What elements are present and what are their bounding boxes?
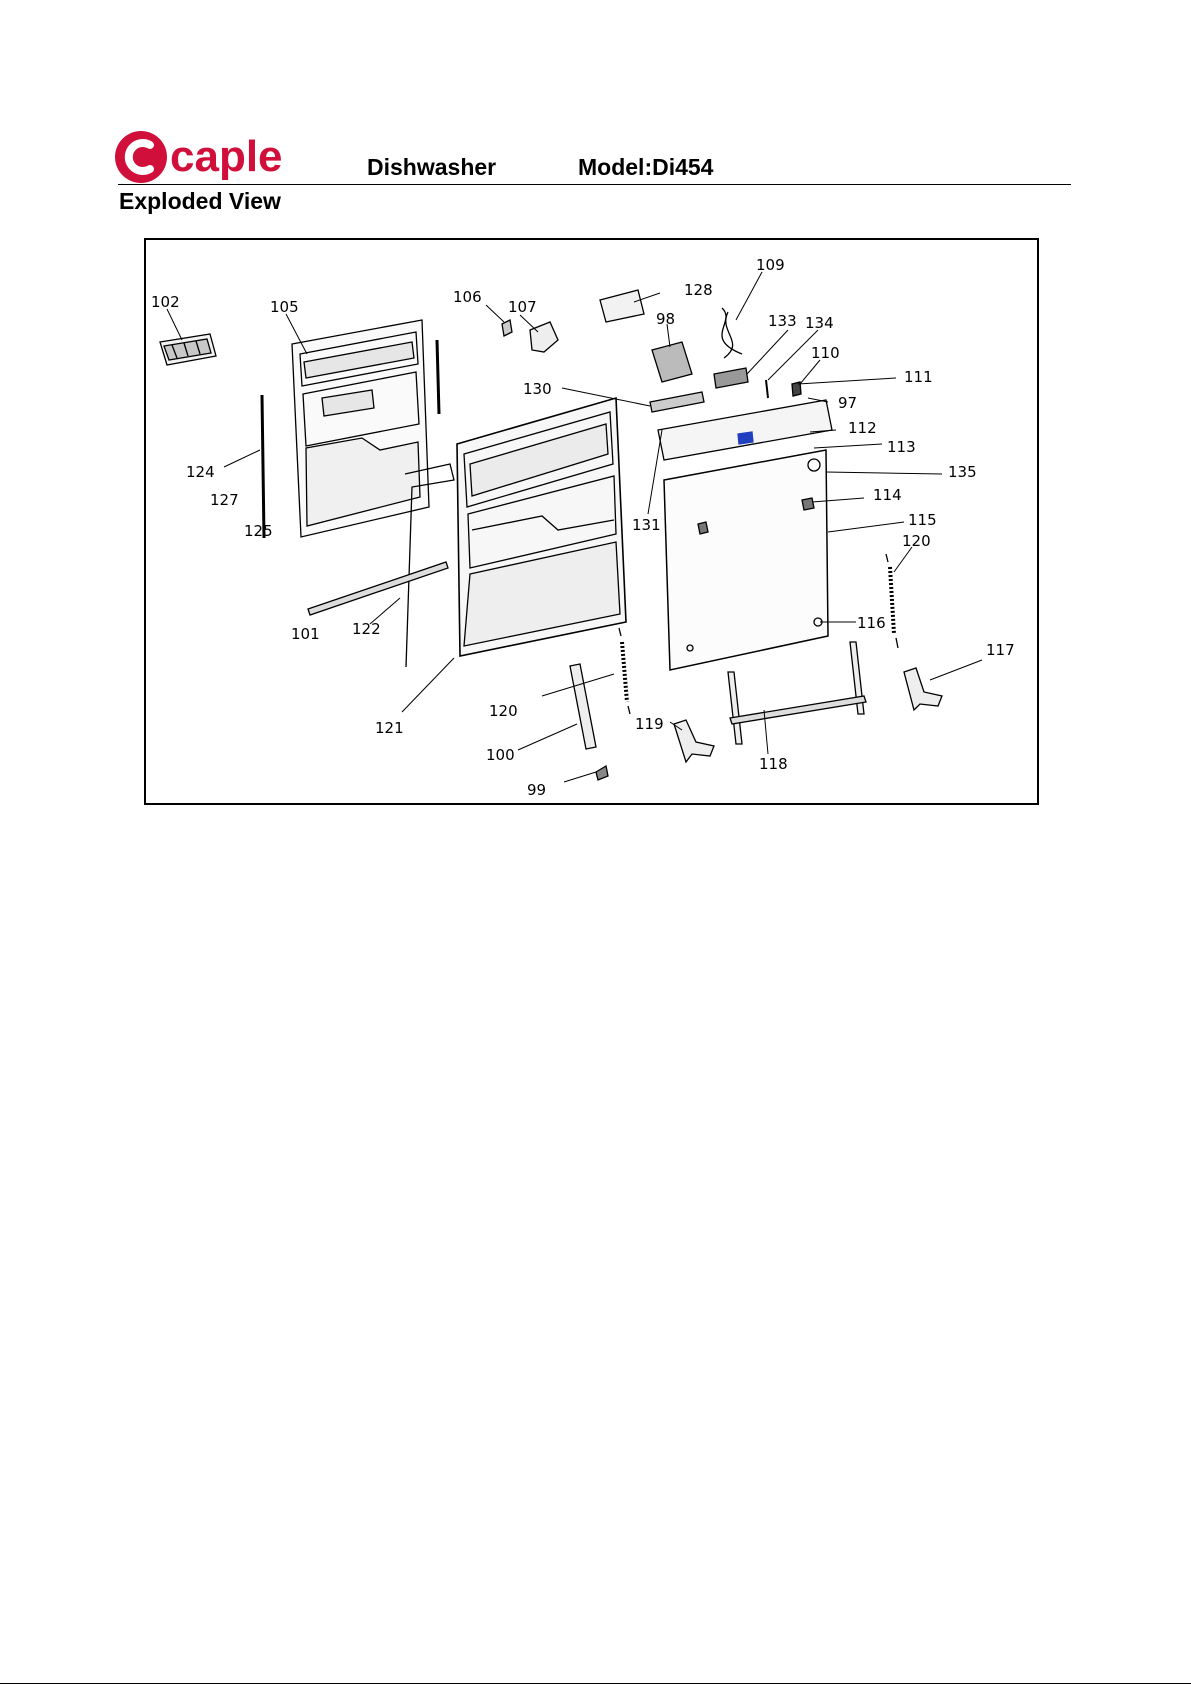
callout-133: 133 bbox=[768, 312, 797, 330]
part-128-cover bbox=[600, 290, 644, 322]
callout-106: 106 bbox=[453, 288, 482, 306]
part-105-inner-panel bbox=[292, 320, 439, 537]
part-124-side-strip bbox=[262, 395, 264, 538]
callout-98: 98 bbox=[656, 310, 675, 328]
part-106-latch bbox=[502, 320, 512, 336]
part-119-hinge bbox=[674, 720, 714, 762]
callout-112: 112 bbox=[848, 419, 877, 437]
part-120-spring-left bbox=[619, 628, 630, 714]
callout-110: 110 bbox=[811, 344, 840, 362]
part-98-pcb bbox=[652, 342, 692, 382]
part-121-inner-door bbox=[457, 398, 626, 656]
exploded-view-diagram: 102 105 106 107 128 109 98 133 134 110 1… bbox=[146, 240, 1037, 803]
part-118-hinge-assembly bbox=[728, 642, 866, 744]
callout-125: 125 bbox=[244, 522, 273, 540]
caple-logo: caple bbox=[114, 130, 310, 186]
callout-117: 117 bbox=[986, 641, 1015, 659]
part-115-outer-door bbox=[664, 450, 828, 670]
part-101-rail bbox=[308, 562, 448, 615]
part-100-bar bbox=[570, 664, 596, 749]
header-rule bbox=[118, 184, 1071, 185]
part-130-button-strip bbox=[650, 392, 704, 412]
callout-131: 131 bbox=[632, 516, 661, 534]
callout-119: 119 bbox=[635, 715, 664, 733]
callout-107: 107 bbox=[508, 298, 537, 316]
callout-113: 113 bbox=[887, 438, 916, 456]
callout-114: 114 bbox=[873, 486, 902, 504]
callout-101: 101 bbox=[291, 625, 320, 643]
part-134-pin bbox=[766, 380, 768, 398]
part-102-control-box bbox=[160, 334, 216, 365]
callout-130: 130 bbox=[523, 380, 552, 398]
callout-127: 127 bbox=[210, 491, 239, 509]
part-117-hinge bbox=[904, 668, 942, 710]
section-title: Exploded View bbox=[119, 188, 281, 215]
brand-wordmark: caple bbox=[170, 132, 283, 181]
part-107-bracket bbox=[530, 322, 558, 352]
exploded-view-frame: 102 105 106 107 128 109 98 133 134 110 1… bbox=[144, 238, 1039, 805]
callout-120-left: 120 bbox=[489, 702, 518, 720]
callout-115: 115 bbox=[908, 511, 937, 529]
part-99-clip bbox=[596, 766, 608, 780]
page-bottom-rule bbox=[0, 1683, 1191, 1684]
callout-99: 99 bbox=[527, 781, 546, 799]
callout-135: 135 bbox=[948, 463, 977, 481]
callout-102: 102 bbox=[151, 293, 180, 311]
callout-121: 121 bbox=[375, 719, 404, 737]
callout-134: 134 bbox=[805, 314, 834, 332]
product-name: Dishwasher bbox=[367, 154, 496, 181]
callout-111: 111 bbox=[904, 368, 933, 386]
callout-116: 116 bbox=[857, 614, 886, 632]
callout-105: 105 bbox=[270, 298, 299, 316]
callout-109: 109 bbox=[756, 256, 785, 274]
callout-118: 118 bbox=[759, 755, 788, 773]
model-number: Model:Di454 bbox=[578, 154, 713, 181]
callout-120-right: 120 bbox=[902, 532, 931, 550]
part-131-control-panel bbox=[658, 400, 832, 460]
callout-124: 124 bbox=[186, 463, 215, 481]
callout-97: 97 bbox=[838, 394, 857, 412]
callout-128: 128 bbox=[684, 281, 713, 299]
part-133-module bbox=[714, 368, 748, 388]
callout-100: 100 bbox=[486, 746, 515, 764]
callout-122: 122 bbox=[352, 620, 381, 638]
